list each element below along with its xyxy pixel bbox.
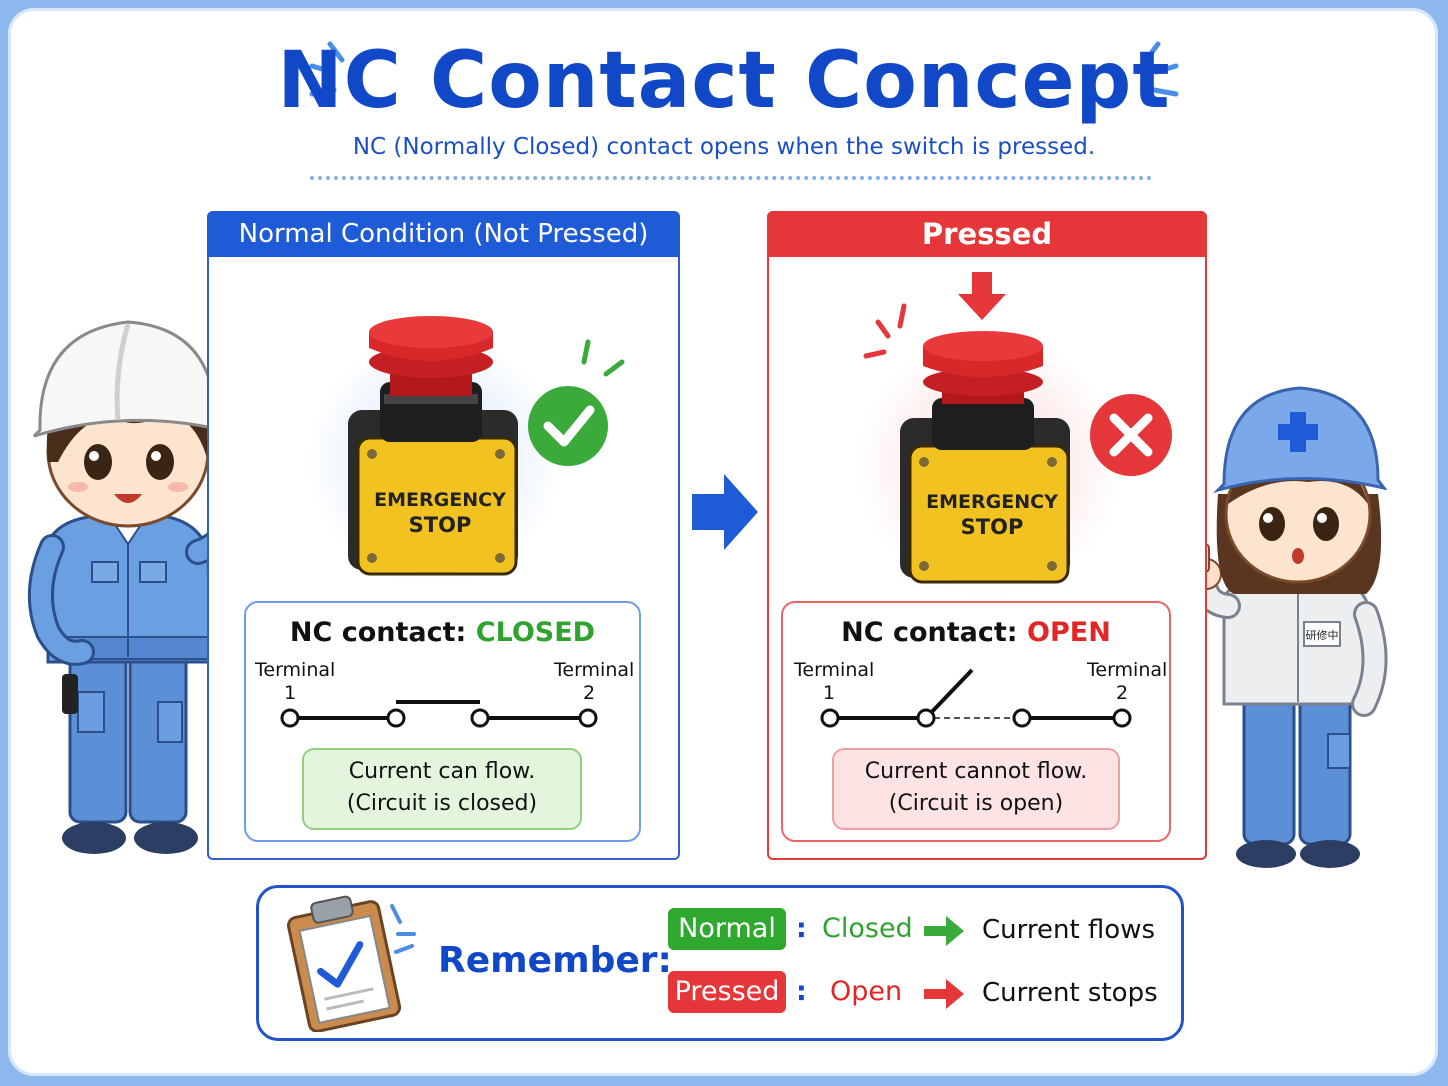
- remember-tag-pressed: Pressed: [668, 971, 786, 1013]
- title-sparkle-right-icon: [1143, 41, 1179, 97]
- remember-result-stops: Current stops: [982, 978, 1158, 1008]
- normal-contact-prefix: NC contact:: [289, 617, 467, 648]
- remember-state-closed: Closed: [822, 913, 913, 944]
- pressed-panel-header: Pressed: [767, 211, 1207, 257]
- alert-lines-icon: [863, 303, 907, 359]
- normal-contact-state: CLOSED: [475, 617, 596, 648]
- transition-arrow-icon: [692, 474, 758, 550]
- normal-button-label-2: STOP: [409, 513, 472, 537]
- emergency-stop-button-pressed: EMERGENCY STOP: [900, 331, 1070, 584]
- normal-panel-header: Normal Condition (Not Pressed): [207, 211, 680, 257]
- normal-button-label-1: EMERGENCY: [374, 489, 506, 511]
- closed-contact-diagram: [280, 700, 598, 728]
- normal-flow-note: Current can flow.(Circuit is closed): [302, 748, 582, 830]
- emergency-stop-button-normal: EMERGENCY STOP: [348, 316, 518, 576]
- press-down-arrow-icon: [958, 272, 1006, 320]
- pressed-contact-prefix: NC contact:: [841, 617, 1018, 648]
- remember-sparkle-icon: [390, 904, 416, 954]
- page-title: NC Contact Concept: [277, 36, 1171, 126]
- title-sparkle-left-icon: [309, 41, 345, 97]
- remember-label: Remember:: [438, 940, 672, 981]
- remember-result-flows: Current flows: [982, 915, 1156, 945]
- worker-female-illustration: 研修中: [1190, 386, 1388, 868]
- dotted-divider: [310, 176, 1152, 180]
- pressed-flow-note: Current cannot flow.(Circuit is open): [832, 748, 1120, 830]
- check-icon: [528, 339, 625, 466]
- red-right-arrow-icon: [924, 979, 964, 1009]
- open-contact-diagram: [820, 668, 1132, 728]
- remember-colon-2: :: [796, 976, 807, 1007]
- remember-colon-1: :: [796, 913, 807, 944]
- clipboard-icon: [286, 895, 402, 1032]
- pressed-button-label-2: STOP: [961, 515, 1024, 539]
- remember-tag-normal: Normal: [668, 908, 786, 950]
- green-right-arrow-icon: [924, 916, 964, 946]
- cross-icon: [1090, 394, 1172, 476]
- pressed-contact-state: OPEN: [1027, 617, 1111, 648]
- trainee-badge: 研修中: [1306, 628, 1339, 642]
- remember-state-open: Open: [830, 976, 903, 1007]
- page-subtitle: NC (Normally Closed) contact opens when …: [352, 134, 1096, 160]
- pressed-button-label-1: EMERGENCY: [926, 491, 1058, 513]
